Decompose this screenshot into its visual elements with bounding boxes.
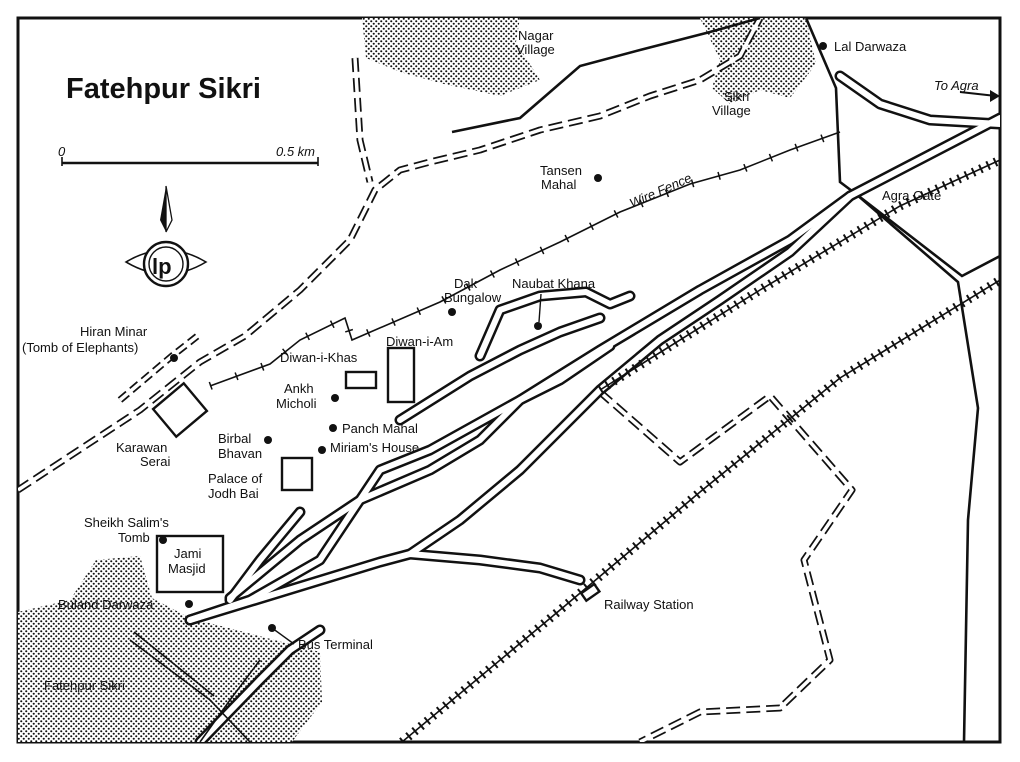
palace-jodh-bai-building [280, 456, 314, 492]
town-street-1 [129, 639, 251, 742]
south-track [597, 389, 856, 742]
ankh-micholi-label-2: Micholi [276, 396, 317, 411]
panch-mahal-marker [329, 424, 337, 432]
dak-bungalow-marker [448, 308, 456, 316]
sikri-village-label-2: Village [712, 103, 751, 118]
diwan-i-khas-building [344, 370, 378, 390]
miriams-house-marker [318, 446, 326, 454]
sheikh-salim-marker [159, 536, 167, 544]
lal-darwaza-label: Lal Darwaza [834, 39, 907, 54]
wire-fence [208, 128, 842, 390]
sikri-village-area [700, 18, 816, 104]
scale-end-label: 0.5 km [276, 144, 315, 159]
to-agra-label: To Agra [934, 78, 979, 93]
place-labels: Nagar Village Lal Darwaza To Agra Sikri … [22, 28, 979, 693]
karawan-serai-label: Karawan [116, 440, 167, 455]
diwan-i-khas-label: Diwan-i-Khas [280, 350, 358, 365]
bus-terminal-label: Bus Terminal [298, 637, 373, 652]
buland-darwaza-label: Buland Darwaza [58, 597, 154, 612]
scale-start-label: 0 [58, 144, 66, 159]
jami-masjid-building [155, 534, 225, 594]
karawan-serai-building [151, 381, 209, 439]
nagar-village-label: Nagar [518, 28, 554, 43]
panch-mahal-label: Panch Mahal [342, 421, 418, 436]
diwan-i-am-building [386, 346, 416, 404]
karawan-serai-label-2: Serai [140, 454, 170, 469]
sikri-village-label: Sikri [724, 89, 749, 104]
ankh-micholi-label: Ankh [284, 381, 314, 396]
birbal-bhavan-label-2: Bhavan [218, 446, 262, 461]
birbal-bhavan-label: Birbal [218, 431, 251, 446]
scale-bar: 0 0.5 km [58, 144, 319, 166]
hiran-minar-label-2: (Tomb of Elephants) [22, 340, 138, 355]
lal-darwaza-marker [819, 42, 827, 50]
city-wall-east [804, 18, 980, 742]
logo-text: lp [152, 254, 172, 279]
ankh-micholi-marker [331, 394, 339, 402]
diwan-i-am-label: Diwan-i-Am [386, 334, 453, 349]
railway-line [399, 155, 1000, 742]
town-street-2 [199, 659, 261, 742]
buland-darwaza-marker [185, 600, 193, 608]
map-title: Fatehpur Sikri [66, 73, 261, 105]
birbal-bhavan-marker [264, 436, 272, 444]
railway-station-building [579, 582, 602, 603]
road-network [184, 70, 1000, 742]
agra-gate-wall [855, 192, 1000, 278]
tansen-mahal-label: Tansen [540, 163, 582, 178]
naubat-khana-marker [534, 322, 542, 330]
jami-masjid-label-2: Masjid [168, 561, 206, 576]
tansen-mahal-label-2: Mahal [541, 177, 577, 192]
jami-masjid-label: Jami [174, 546, 202, 561]
nagar-village-area [362, 18, 540, 96]
sheikh-salim-label: Sheikh Salim's [84, 515, 169, 530]
palace-jodh-bai-label-2: Jodh Bai [208, 486, 259, 501]
agra-gate-label: Agra Gate [882, 188, 941, 203]
north-arrow-icon [160, 185, 173, 233]
hiran-minar-marker [170, 354, 178, 362]
hiran-minar-label: Hiran Minar [80, 324, 148, 339]
dak-bungalow-label: Dak [454, 276, 478, 291]
lp-logo-icon: lp [124, 240, 208, 288]
sheikh-salim-label-2: Tomb [118, 530, 150, 545]
north-track [18, 18, 764, 493]
naubat-khana-label: Naubat Khana [512, 276, 596, 291]
miriams-house-label: Miriam's House [330, 440, 419, 455]
fatehpur-sikri-town-label: Fatehpur Sikri [44, 678, 125, 693]
palace-jodh-bai-label: Palace of [208, 471, 263, 486]
north-wall [451, 18, 761, 134]
tansen-mahal-marker [594, 174, 602, 182]
dak-bungalow-label-2: Bungalow [444, 290, 502, 305]
nagar-village-label-2: Village [516, 42, 555, 57]
railway-station-label: Railway Station [604, 597, 694, 612]
